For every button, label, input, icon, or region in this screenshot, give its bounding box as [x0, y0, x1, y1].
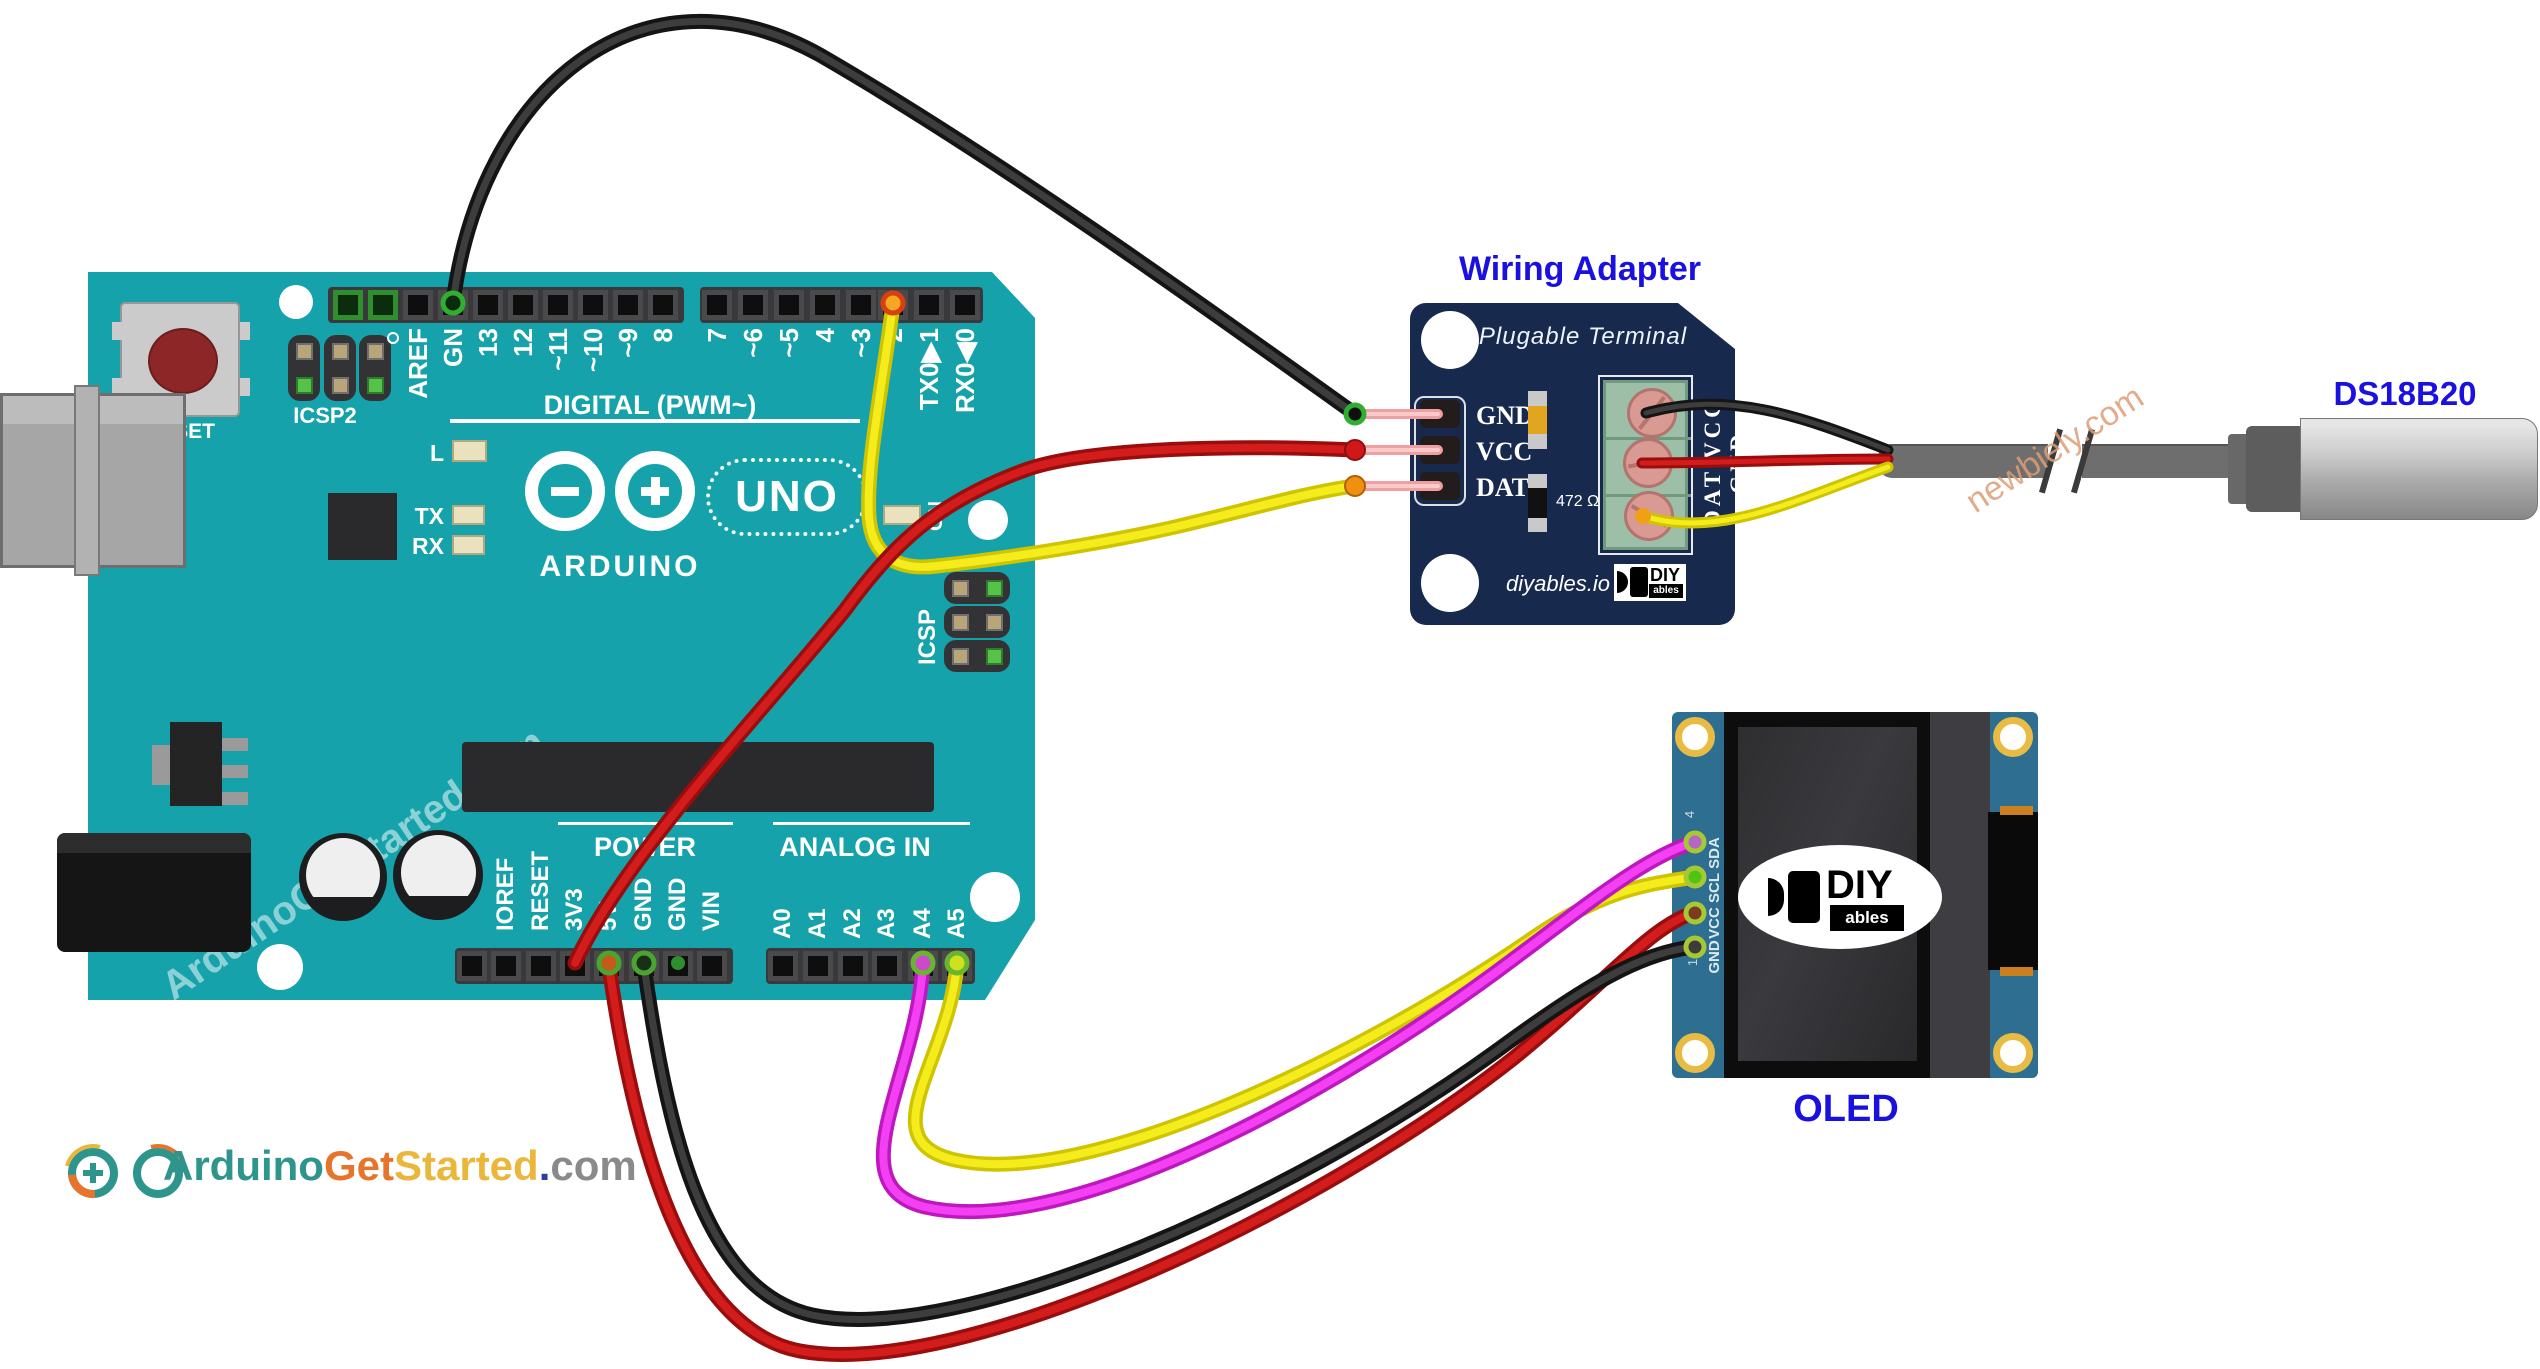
reset-tab	[240, 378, 250, 396]
probe-collar	[2246, 426, 2306, 512]
wire-a4-to-oled-sda	[875, 834, 1703, 1219]
led-tx-label: TX	[414, 503, 444, 529]
diyables-logo-icon	[1630, 567, 1648, 597]
voltage-regulator	[170, 722, 222, 806]
diyables-logo-icon	[1788, 871, 1820, 923]
sensor-title: DS18B20	[2333, 375, 2477, 412]
footer-text-com: com	[550, 1142, 637, 1189]
capacitor	[393, 830, 483, 920]
wire-3v3-to-adapter	[567, 440, 1363, 971]
adapter-board-name: Plugable Terminal	[1478, 323, 1688, 350]
silk-circle	[257, 944, 303, 990]
regulator-leg	[222, 738, 248, 751]
connection-points	[440, 290, 1707, 976]
led-rx-label: RX	[412, 533, 444, 559]
adapter-brand: diyables.io	[1506, 571, 1610, 596]
probe-body	[2300, 418, 2538, 520]
reset-tab	[112, 322, 122, 340]
adapter-title: Wiring Adapter	[1458, 250, 1702, 288]
plus-icon	[651, 477, 660, 505]
oled-module: DIY ables 4 SDA SCL VCC GND 1	[1672, 712, 2038, 1078]
mounting-hole	[1421, 311, 1479, 369]
regulator-leg	[222, 765, 248, 778]
footer-logo-text: ArduinoGetStarted.com	[163, 1142, 637, 1190]
adapter-dat-label: DAT	[1476, 473, 1529, 502]
diyables-logo-main: DIY	[1826, 863, 1893, 907]
footer-logo-ring-icon	[133, 1148, 183, 1198]
oled-connector-pad	[2000, 967, 2033, 976]
mounting-hole	[1993, 717, 2033, 757]
regulator-leg	[222, 792, 248, 805]
led-l-label: L	[429, 440, 444, 466]
capacitor	[299, 833, 387, 921]
minus-icon	[551, 487, 579, 496]
diyables-logo: DIY ables	[1614, 564, 1686, 601]
aref-degree-icon	[387, 332, 399, 344]
led-l-icon	[452, 440, 487, 462]
footer-logo-ring-icon	[68, 1148, 118, 1198]
probe-neck	[2228, 434, 2250, 504]
arduino-brand-label: ARDUINO	[539, 550, 701, 583]
footer-plus-icon	[90, 1163, 96, 1183]
oled-connector-pad	[2000, 806, 2033, 815]
wire-adapter-to-sensor-black	[1640, 398, 1894, 456]
analog-underline	[773, 822, 970, 825]
regulator-tab	[152, 745, 170, 785]
wire-gnd-to-oled-gnd	[636, 939, 1701, 1327]
analog-section-title: ANALOG IN	[779, 832, 931, 862]
oled-connector	[1988, 812, 2038, 970]
oled-title: OLED	[1793, 1088, 1899, 1130]
wire-gnd-to-adapter	[445, 13, 1363, 422]
led-on-icon	[883, 505, 921, 525]
wire-adapter-to-sensor-yellow	[1637, 461, 1894, 529]
diyables-logo: DIY ables	[1738, 845, 1942, 949]
footer-text-arduino: Arduino	[163, 1142, 324, 1189]
ic-chip	[328, 493, 397, 560]
led-tx-icon	[452, 505, 485, 525]
adapter-vcc-label: VCC	[1476, 437, 1533, 466]
adapter-header-legs	[1351, 409, 1443, 491]
resistor-value-label: 472 Ω	[1556, 493, 1600, 510]
digital-header-right	[700, 287, 983, 323]
wire-adapter-to-sensor-red	[1636, 453, 1894, 469]
led-rx-icon	[452, 535, 485, 555]
digital-underline	[450, 419, 860, 423]
diyables-logo-icon	[1768, 878, 1784, 916]
wire-d2-to-adapter	[861, 297, 1362, 575]
footer-text-dot: .	[538, 1142, 551, 1189]
icsp2-label: ICSP2	[293, 403, 357, 428]
adapter-gnd-label: GND	[1476, 401, 1534, 430]
power-underline	[558, 822, 733, 825]
footer-text-get: Get	[323, 1142, 394, 1189]
digital-section-title: DIGITAL (PWM~)	[543, 390, 757, 420]
adapter-led-icon	[1528, 391, 1547, 449]
diyables-logo-sub: ables	[1830, 905, 1904, 931]
usb-flange	[74, 385, 100, 576]
mounting-hole	[1993, 1033, 2033, 1073]
adapter-resistor-icon	[1528, 474, 1547, 532]
reset-tab	[112, 378, 122, 396]
sensor-cable	[1878, 444, 2048, 478]
footer-logo: ArduinoGetStarted.com	[53, 1128, 637, 1238]
silk-circle	[968, 500, 1008, 540]
silk-circle	[970, 872, 1020, 922]
barrel-jack	[57, 833, 251, 952]
footer-text-started: Started	[393, 1142, 539, 1189]
diyables-logo-main: DIY	[1650, 565, 1681, 585]
reset-tab	[240, 322, 250, 340]
mounting-hole	[1421, 554, 1479, 612]
mounting-hole	[1675, 717, 1715, 757]
uno-model-label: UNO	[706, 458, 868, 536]
sensor-cable	[2082, 444, 2232, 478]
silk-circle	[279, 285, 313, 319]
diyables-logo-icon	[1617, 571, 1628, 593]
mounting-hole	[1675, 1033, 1715, 1073]
diyables-logo-sub: ables	[1649, 584, 1683, 598]
